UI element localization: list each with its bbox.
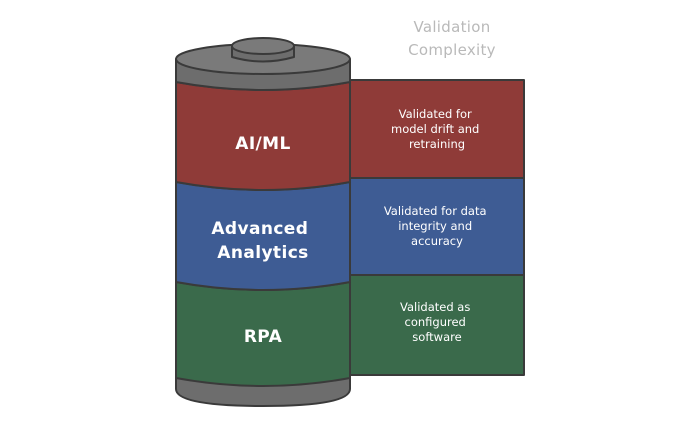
layer-label-2: RPA [244, 327, 283, 347]
layer-desc-0: Validated for model drift and retraining [391, 107, 483, 151]
diagram-title-line-2: Complexity [408, 41, 496, 59]
diagram-title: Validation Complexity [362, 16, 542, 62]
layer-desc-1-line-2: accuracy [411, 234, 463, 248]
desc-panel-0 [345, 79, 525, 179]
layer-desc-2-line-0: Validated as [400, 300, 470, 314]
layer-desc-1: Validated for data integrity and accurac… [384, 204, 490, 248]
layer-label-1-line-0: Advanced [211, 219, 308, 239]
layer-label-2-line-0: RPA [244, 327, 283, 347]
layer-desc-1-line-1: integrity and [398, 219, 472, 233]
layer-desc-0-line-1: model drift and [391, 122, 479, 136]
layer-label-1: Advanced Analytics [211, 219, 314, 263]
layer-desc-0-line-2: retraining [409, 137, 465, 151]
diagram-title-line-1: Validation [413, 18, 491, 36]
layer-desc-0-line-0: Validated for [399, 107, 472, 121]
layer-desc-2: Validated as configured software [400, 300, 474, 344]
battery-terminal-face [231, 37, 295, 55]
layer-desc-1-line-0: Validated for data [384, 204, 487, 218]
layer-label-1-line-1: Analytics [217, 243, 308, 263]
layer-desc-2-line-2: software [412, 330, 461, 344]
layer-label-0-line-0: AI/ML [235, 134, 290, 154]
desc-panel-2 [345, 274, 525, 376]
layer-desc-2-line-1: configured [405, 315, 466, 329]
layer-label-0: AI/ML [235, 134, 290, 154]
